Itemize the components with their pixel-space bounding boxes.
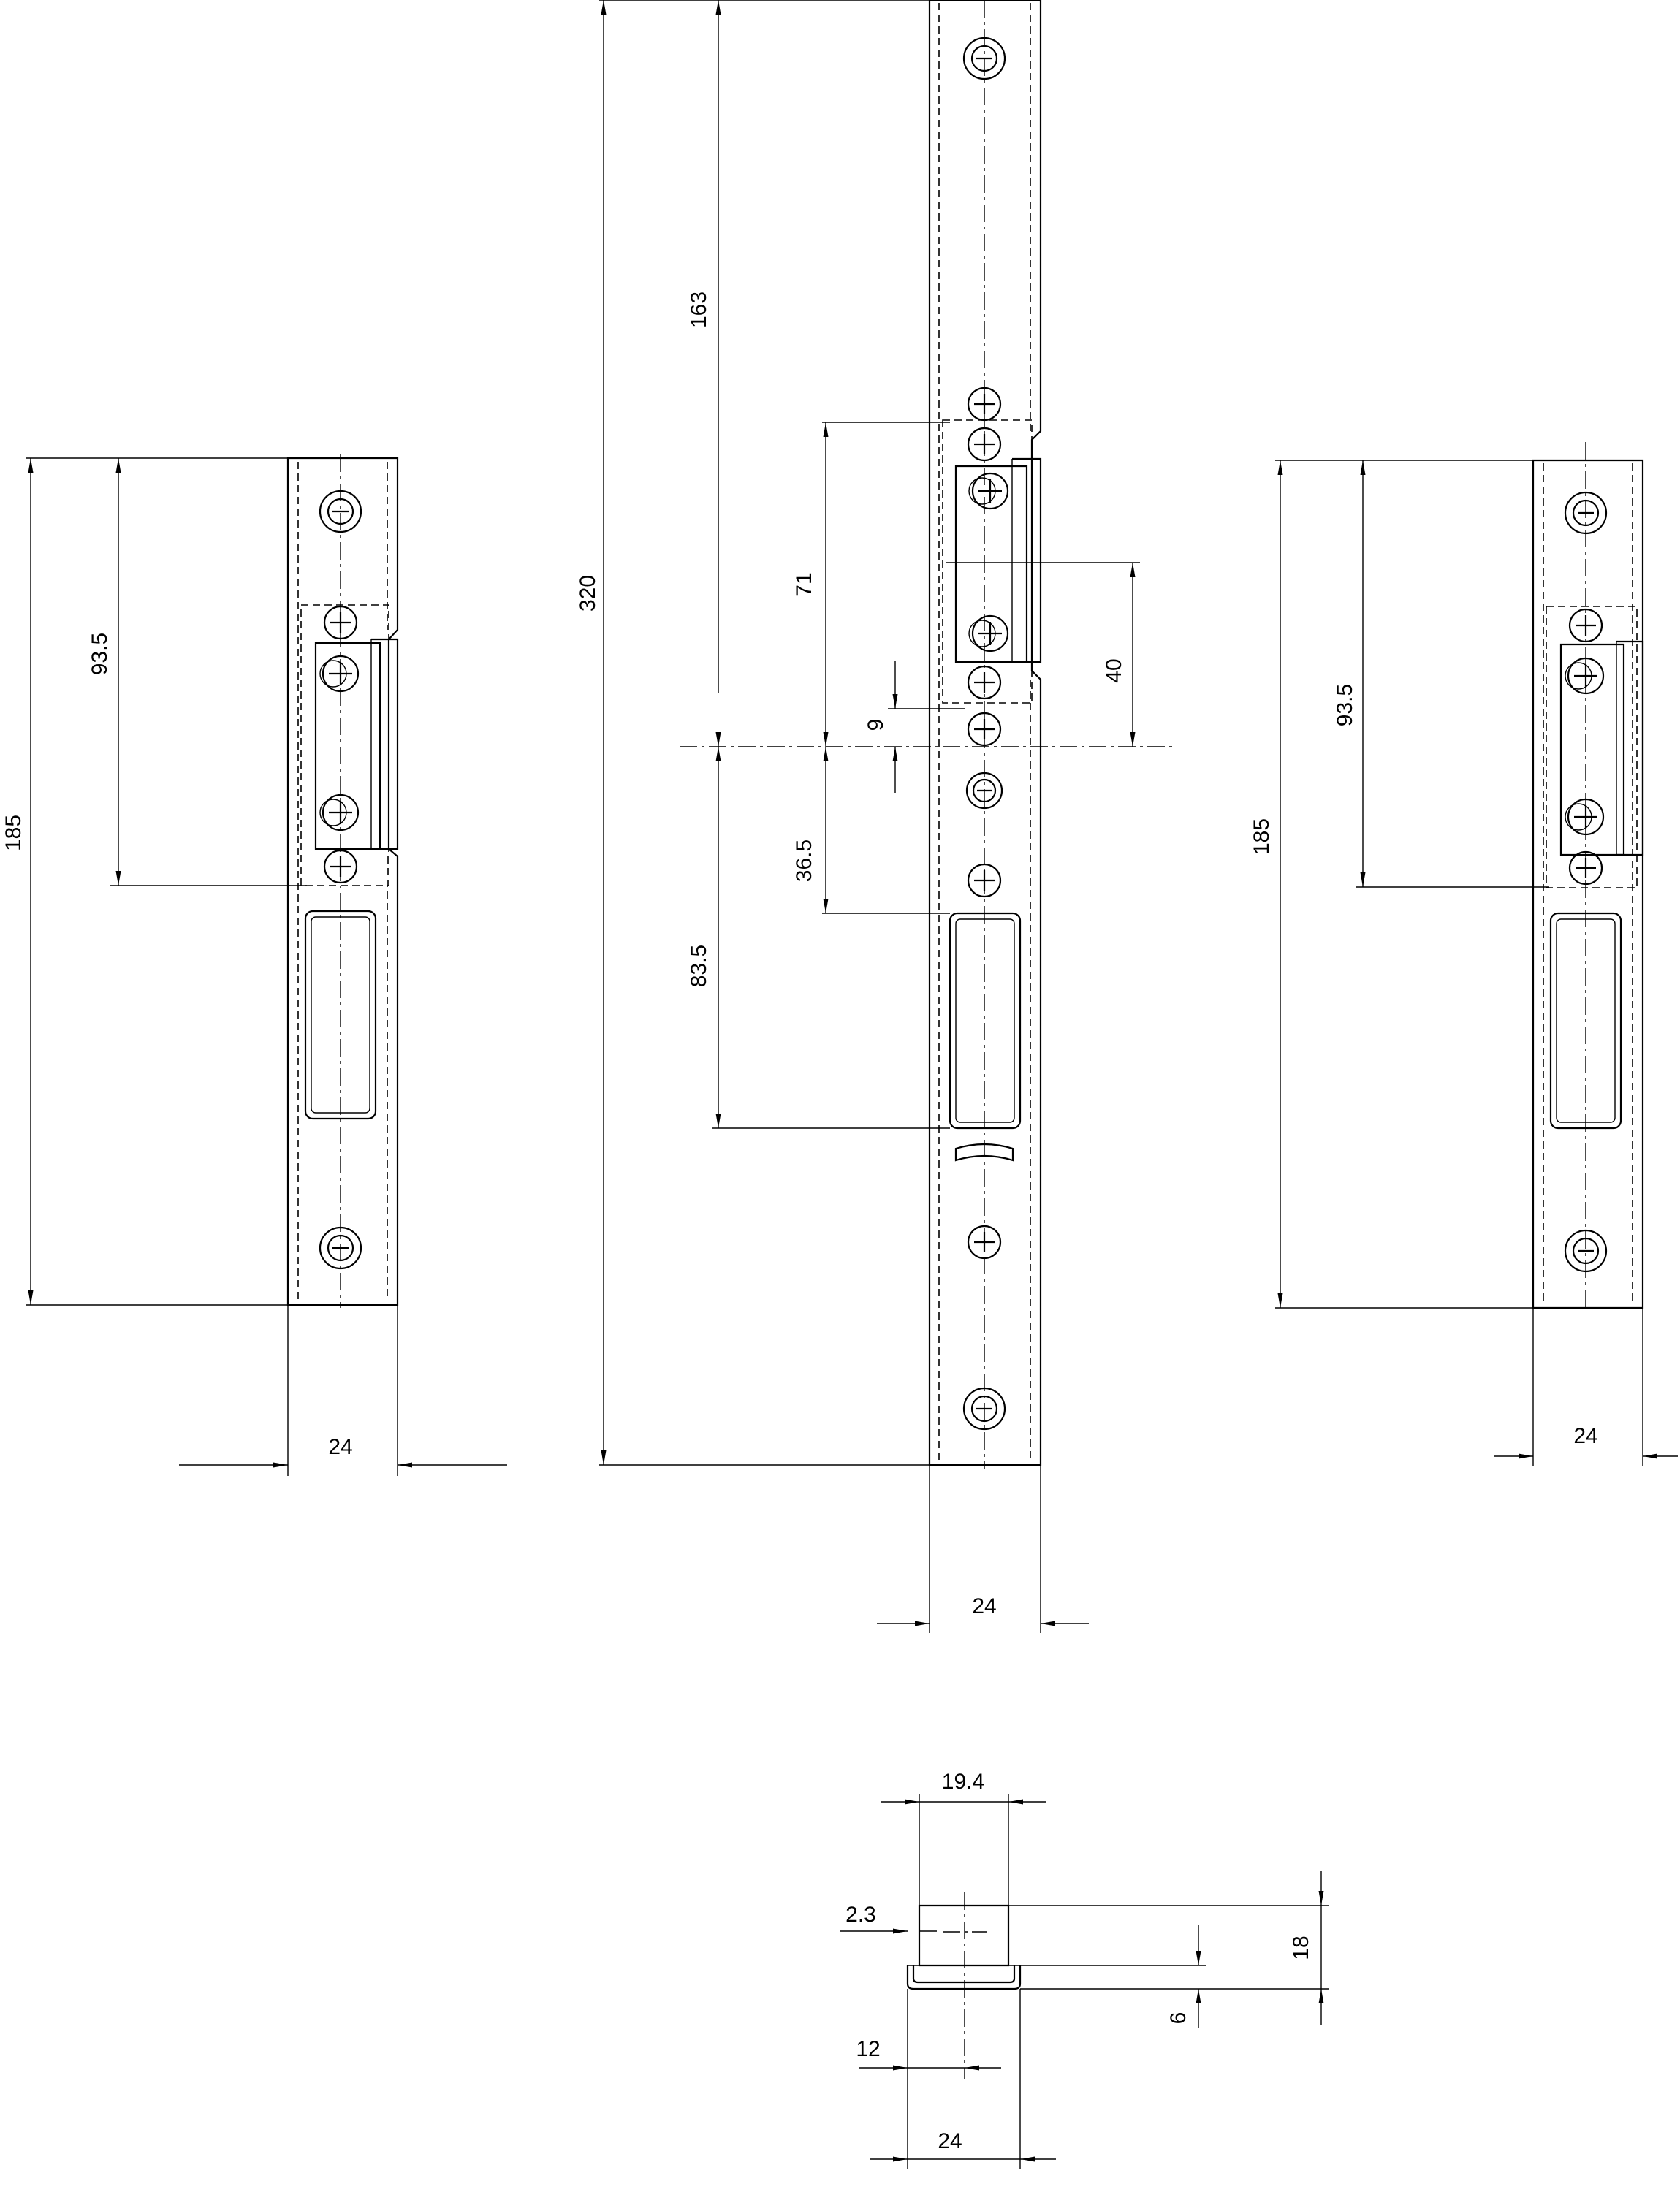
screw-icon bbox=[967, 665, 1002, 700]
right-width-dim: 24 bbox=[1573, 1424, 1597, 1448]
screw-icon bbox=[319, 655, 360, 693]
center-opening-dim: 83.5 bbox=[687, 945, 711, 987]
left-strike-plate bbox=[286, 454, 399, 1308]
right-length-dim: 185 bbox=[1250, 818, 1274, 855]
screw-icon bbox=[1568, 850, 1603, 886]
screw-icon bbox=[1568, 608, 1603, 643]
center-keep-span-dim: 71 bbox=[792, 572, 816, 596]
profile-base-height-dim: 6 bbox=[1166, 2012, 1190, 2025]
latch-opening bbox=[1549, 912, 1622, 1130]
profile-cross-section bbox=[906, 1892, 1022, 2079]
screw-icon bbox=[967, 427, 1002, 462]
right-keep-dim: 93.5 bbox=[1333, 684, 1357, 726]
screw-icon bbox=[319, 794, 360, 831]
profile-height-dim: 18 bbox=[1289, 1936, 1313, 1960]
screw-icon bbox=[967, 1225, 1002, 1260]
screw-icon bbox=[967, 387, 1002, 422]
mounting-hole-icon bbox=[1564, 1229, 1608, 1273]
profile-lip-dim: 2.3 bbox=[845, 1903, 876, 1927]
left-keep-dim: 93.5 bbox=[88, 633, 112, 675]
profile-width-dim: 24 bbox=[938, 2129, 962, 2153]
center-keep-offset-dim: 40 bbox=[1102, 658, 1126, 682]
center-dim-lines bbox=[599, 0, 1177, 1633]
mounting-hole-icon bbox=[319, 1226, 362, 1270]
mounting-hole-icon bbox=[965, 772, 1003, 810]
screw-icon bbox=[1565, 657, 1605, 695]
right-strike-plate bbox=[1532, 442, 1644, 1312]
center-width-dim: 24 bbox=[972, 1594, 996, 1618]
mounting-hole-icon bbox=[962, 1387, 1006, 1431]
screw-icon bbox=[1565, 798, 1605, 836]
latch-opening bbox=[949, 912, 1022, 1130]
mounting-hole-icon bbox=[1564, 491, 1608, 535]
left-length-dim: 185 bbox=[1, 815, 26, 851]
screw-icon bbox=[323, 605, 358, 640]
center-length-dim: 320 bbox=[576, 575, 600, 612]
mounting-hole-icon bbox=[962, 37, 1006, 80]
profile-top-width-dim: 19.4 bbox=[942, 1770, 984, 1794]
center-small-offset-dim: 9 bbox=[864, 719, 888, 731]
screw-icon bbox=[968, 472, 1009, 510]
latch-opening bbox=[304, 910, 377, 1120]
right-dim-lines bbox=[1275, 460, 1678, 1466]
center-lower-dim: 36.5 bbox=[792, 840, 816, 882]
mounting-hole-icon bbox=[319, 490, 362, 533]
left-width-dim: 24 bbox=[328, 1435, 352, 1459]
left-dim-lines bbox=[26, 457, 507, 1476]
screw-icon bbox=[967, 863, 1002, 898]
center-strike-plate bbox=[928, 0, 1042, 1469]
profile-half-width-dim: 12 bbox=[856, 2037, 880, 2061]
screw-icon bbox=[967, 712, 1002, 747]
center-top-dim: 163 bbox=[687, 292, 711, 328]
curved-slot bbox=[954, 1143, 1014, 1162]
screw-icon bbox=[323, 849, 358, 884]
screw-icon bbox=[968, 614, 1009, 652]
profile-dim-lines bbox=[840, 1794, 1329, 2169]
